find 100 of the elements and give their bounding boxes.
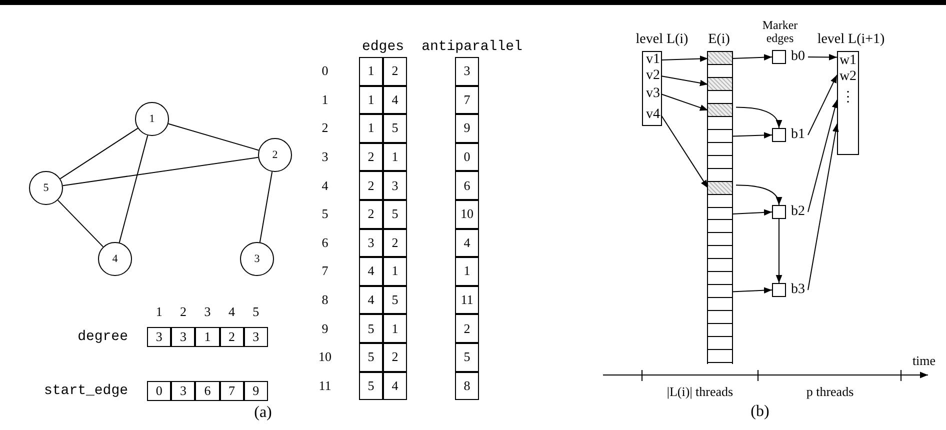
table-cell: 6 xyxy=(455,171,479,200)
marker-label: b1 xyxy=(790,128,806,142)
arrow xyxy=(732,132,772,138)
vertex-circle: 4 xyxy=(98,242,132,276)
graph-edge xyxy=(60,128,138,180)
graph-edge xyxy=(259,171,273,243)
marker-label: b2 xyxy=(790,205,806,219)
row-index: 5 xyxy=(320,205,330,224)
table-cell: 9 xyxy=(455,114,479,143)
row-index: 2 xyxy=(320,119,330,138)
table-cell: 3 xyxy=(383,171,407,200)
arrow xyxy=(808,54,838,60)
list-item: v3 xyxy=(645,87,661,101)
column-heading: level L(i) xyxy=(634,33,690,47)
table-cell: 11 xyxy=(455,286,479,314)
row-index: 0 xyxy=(320,62,330,80)
panel-label: (b) xyxy=(750,403,770,421)
table-cell: 4 xyxy=(359,286,383,314)
arrow xyxy=(732,287,772,294)
table-cell: 2 xyxy=(359,142,383,172)
table-cell: 5 xyxy=(359,343,383,372)
table-cell: 7 xyxy=(455,86,479,114)
arrow xyxy=(736,184,782,206)
arrow xyxy=(776,218,782,284)
table-cell: 1 xyxy=(359,114,383,143)
array-cell xyxy=(708,104,732,117)
table-cell: 1 xyxy=(383,314,407,343)
array-name: start_edge xyxy=(42,383,128,399)
table-cell: 0 xyxy=(455,142,479,172)
table-cell: 0 xyxy=(147,381,172,401)
table-cell: 1 xyxy=(383,142,407,172)
table-cell: 3 xyxy=(171,327,196,347)
vertex-circle: 5 xyxy=(29,171,63,205)
arrow xyxy=(808,123,839,290)
row-index: 8 xyxy=(320,291,330,310)
axis-label: |L(i)| threads xyxy=(666,384,734,400)
column-index: 2 xyxy=(179,304,188,320)
arrow xyxy=(736,106,782,128)
table-cell: 5 xyxy=(383,114,407,143)
table-cell: 3 xyxy=(359,228,383,258)
table-cell: 4 xyxy=(359,257,383,286)
array-name: degree xyxy=(76,329,128,345)
column-heading: antiparallel xyxy=(420,40,524,54)
table-cell: 2 xyxy=(455,314,479,343)
graph-edge xyxy=(57,200,104,248)
column-index: 4 xyxy=(227,304,236,320)
table-cell: 2 xyxy=(220,327,244,347)
table-cell: 3 xyxy=(171,381,196,401)
table-cell: 5 xyxy=(359,314,383,343)
graph-edge xyxy=(168,123,260,151)
column-heading: Marker edges xyxy=(761,17,799,47)
axis-label: time xyxy=(911,353,937,369)
column-index: 1 xyxy=(154,304,164,320)
table-cell: 2 xyxy=(383,57,407,86)
table-cell: 2 xyxy=(359,171,383,200)
arrow xyxy=(660,94,708,111)
arrow xyxy=(660,114,708,189)
table-cell: 4 xyxy=(383,86,407,114)
row-index: 3 xyxy=(320,148,330,166)
arrow xyxy=(732,209,772,216)
axis-label: p threads xyxy=(805,384,855,400)
table-cell: 3 xyxy=(147,327,172,347)
row-index: 6 xyxy=(320,234,330,252)
row-index: 4 xyxy=(320,176,330,195)
vertex-circle: 3 xyxy=(240,242,274,276)
array-cell xyxy=(708,52,732,65)
marker-label: b3 xyxy=(790,283,806,297)
arrow xyxy=(660,56,708,62)
list-item: w2 xyxy=(838,70,858,84)
arrow xyxy=(660,76,708,86)
row-index: 9 xyxy=(320,320,330,338)
table-cell: 1 xyxy=(455,257,479,286)
panel-label: (a) xyxy=(253,404,273,422)
table-cell: 4 xyxy=(383,372,407,400)
arrow xyxy=(732,54,772,60)
vertex-circle: 2 xyxy=(258,138,292,172)
list-item: v2 xyxy=(645,69,661,83)
column-index: 5 xyxy=(252,304,260,320)
list-item: w1 xyxy=(838,54,858,68)
table-cell: 5 xyxy=(383,286,407,314)
table-cell: 3 xyxy=(244,327,268,347)
table-cell: 1 xyxy=(383,257,407,286)
table-cell: 2 xyxy=(359,200,383,229)
list-item: v4 xyxy=(645,108,661,122)
graph-edge xyxy=(118,134,148,244)
table-cell: 6 xyxy=(195,381,220,401)
table-cell: 3 xyxy=(455,57,479,86)
table-cell: 2 xyxy=(383,228,407,258)
column-heading: level L(i+1) xyxy=(818,33,884,47)
table-cell: 9 xyxy=(244,381,268,401)
row-index: 10 xyxy=(318,348,332,366)
table-cell: 8 xyxy=(455,372,479,400)
row-index: 1 xyxy=(320,90,330,109)
list-item: ⋮ xyxy=(840,90,856,104)
table-cell: 7 xyxy=(220,381,244,401)
column-heading: edges xyxy=(360,40,405,54)
table-cell: 1 xyxy=(195,327,220,347)
array-cell xyxy=(708,78,732,91)
column-index: 3 xyxy=(203,304,212,320)
arrow xyxy=(808,99,838,212)
